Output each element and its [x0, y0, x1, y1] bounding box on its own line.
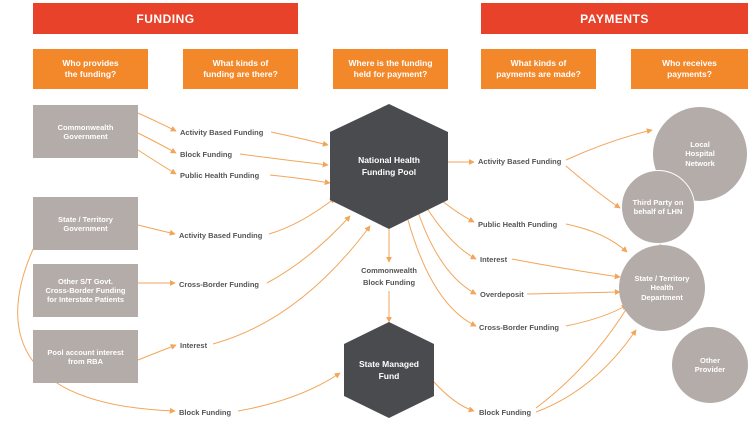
pay-label-interest: Interest	[480, 255, 508, 264]
arrow-abf-thirdparty	[565, 165, 621, 209]
pool-title: National Health Funding Pool	[358, 155, 420, 177]
header-who-receives: Who receives payments?	[631, 49, 748, 89]
arrow-interest	[137, 344, 177, 361]
receiver-state-dept: State / Territory Health Department	[619, 245, 705, 331]
header-who-provides: Who provides the funding?	[33, 49, 148, 89]
pay-label-cross-border: Cross-Border Funding	[479, 323, 559, 332]
arrow-xb-pool	[266, 215, 351, 284]
pay-label-abf: Activity Based Funding	[478, 157, 562, 166]
source-state: State / Territory Government	[33, 197, 138, 250]
arrow-block-smf	[237, 372, 341, 412]
arrow-interest-pool	[212, 225, 371, 345]
funding-banner: FUNDING	[33, 3, 298, 34]
header-what-payments: What kinds of payments are made?	[481, 49, 596, 89]
arrow-pool-pay-overdeposit	[417, 211, 477, 295]
payments-banner: PAYMENTS	[481, 3, 748, 34]
arrow-public-pool	[269, 174, 331, 186]
header-what-funding: What kinds of funding are there?	[183, 49, 298, 89]
pay-label-overdeposit: Overdeposit	[480, 290, 524, 299]
arrow-cw-abf	[137, 112, 177, 132]
arrow-interest-dept	[511, 258, 621, 280]
header-where-held: Where is the funding held for payment?	[333, 49, 448, 89]
label-block-bottom: Block Funding	[179, 408, 232, 417]
arrow-xb-dept	[565, 304, 628, 327]
pay-label-block: Block Funding	[479, 408, 532, 417]
arrow-block-dept	[535, 329, 637, 413]
pool-hexagon	[330, 104, 448, 229]
arrow-cw-public	[137, 149, 177, 175]
pay-label-public: Public Health Funding	[478, 220, 558, 229]
label-cw-block: Block Funding	[180, 150, 233, 159]
label-cross-border: Cross-Border Funding	[179, 280, 259, 289]
receiver-other: Other Provider	[672, 327, 748, 403]
arrow-st-block	[17, 244, 176, 414]
arrow-abf-pool	[270, 131, 329, 147]
arrow-abf-lhn	[565, 128, 653, 161]
source-other-st: Other S/T Govt. Cross-Border Funding for…	[33, 264, 138, 317]
source-commonwealth: Commonwealth Government	[33, 105, 138, 158]
arrow-cw-block	[137, 132, 177, 154]
arrow-st-abf-pool	[268, 197, 336, 235]
arrow-st-abf	[137, 224, 176, 236]
smf-title: State Managed Fund	[359, 359, 419, 381]
arrow-public-dept	[565, 223, 628, 253]
arrow-smf-block	[433, 381, 475, 413]
arrow-pool-pay-xb	[407, 219, 477, 327]
label-cw-public: Public Health Funding	[180, 171, 260, 180]
receiver-lhn: Local Hospital Network	[653, 107, 747, 201]
source-pool-interest: Pool account interest from RBA	[33, 330, 138, 383]
arrow-overdeposit-dept	[526, 289, 621, 296]
arrow-pool-pay-interest	[424, 204, 477, 260]
label-interest: Interest	[180, 341, 208, 350]
receiver-third-party: Third Party on behalf of LHN	[621, 170, 695, 244]
arrow-block-pool	[239, 153, 329, 168]
label-cw-abf: Activity Based Funding	[180, 128, 264, 137]
label-cw-block-middle: Commonwealth Block Funding	[361, 266, 417, 287]
label-st-abf: Activity Based Funding	[179, 231, 263, 240]
smf-hexagon	[344, 322, 434, 418]
